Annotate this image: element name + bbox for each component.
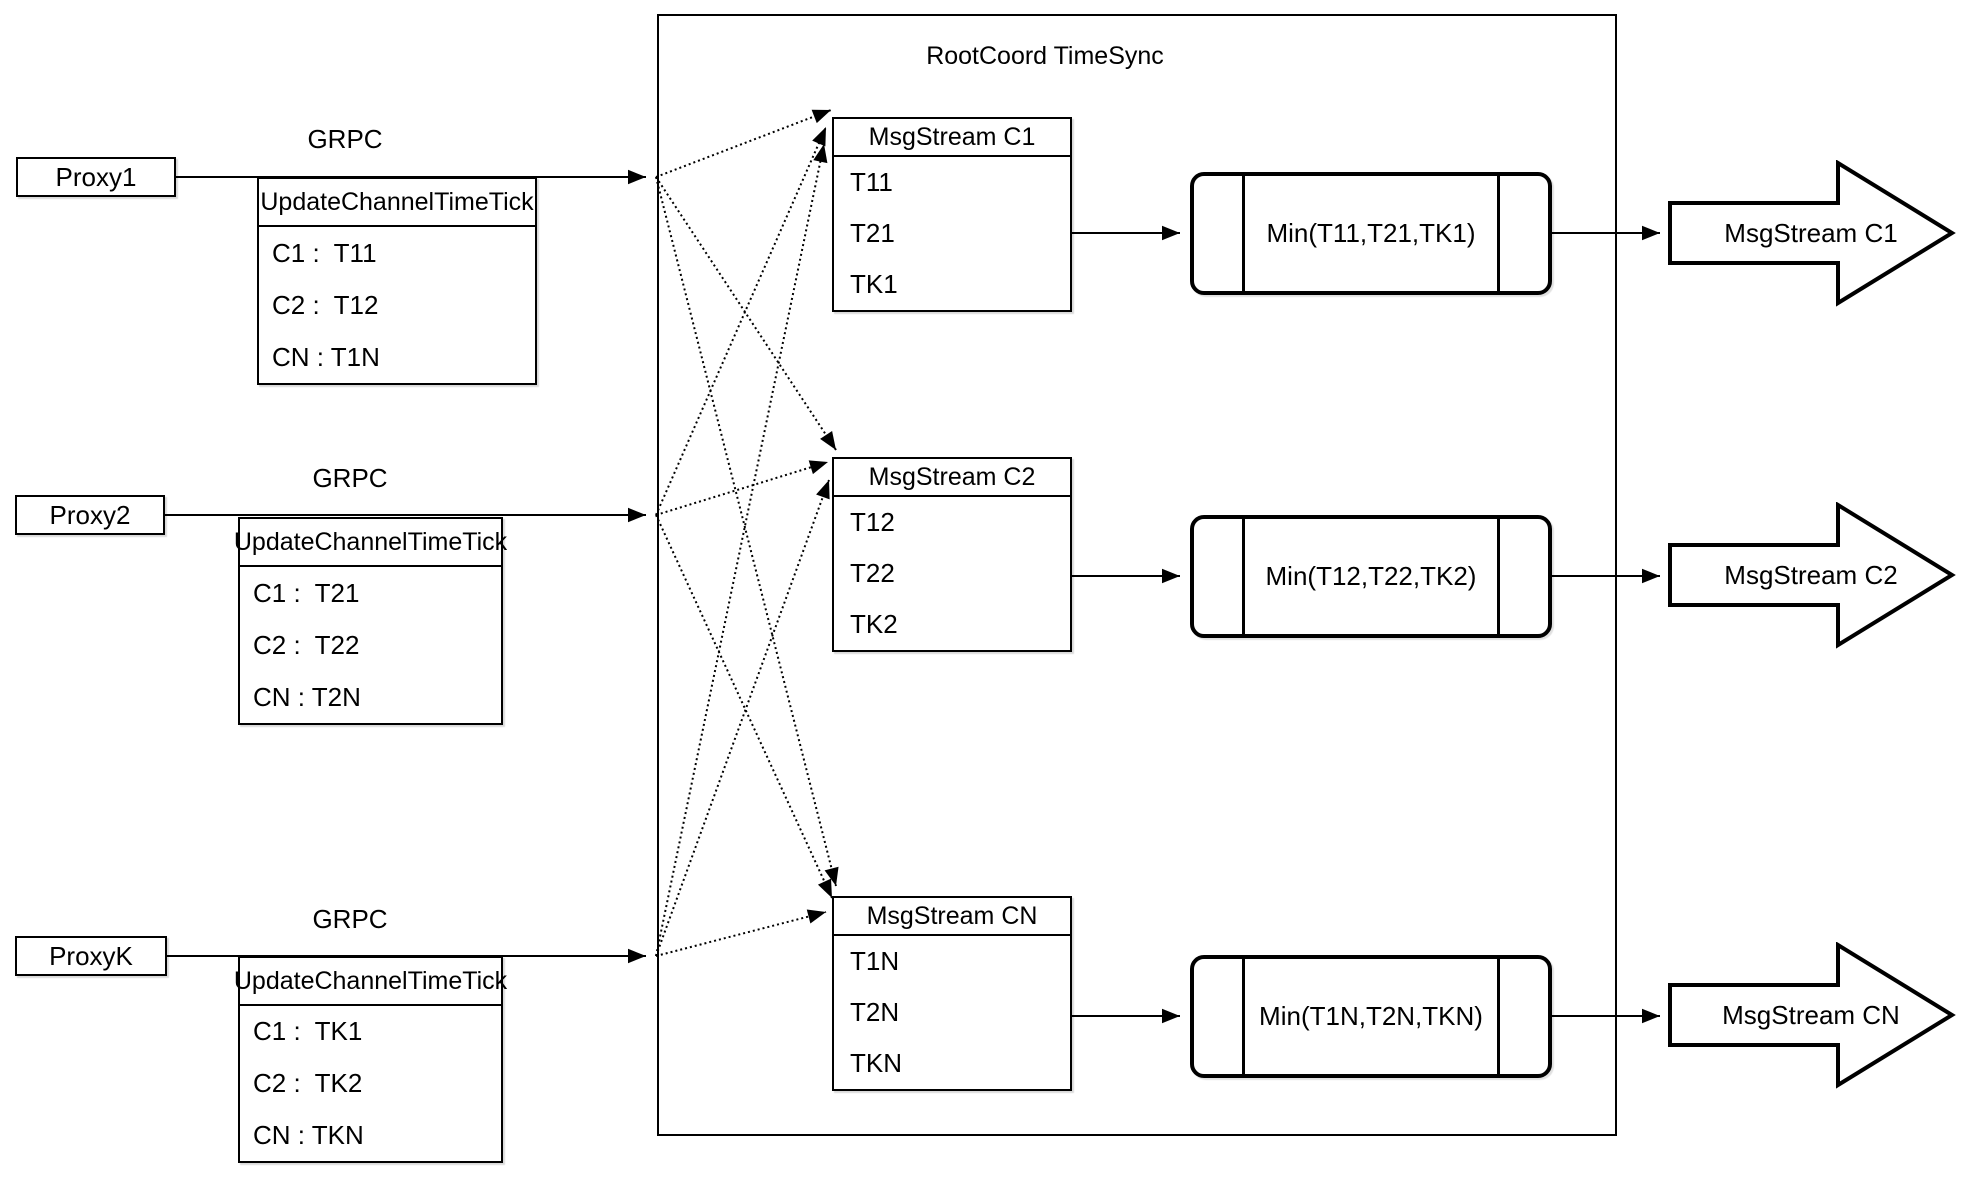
grpc-label-row3: GRPC	[312, 904, 388, 934]
tick-entry: C2 : T22	[253, 629, 360, 660]
msgstream-table-header: MsgStream C1	[834, 119, 1070, 157]
rootcoord-title: RootCoord TimeSync	[926, 42, 1164, 70]
fanout-proxyk-to-c2	[655, 479, 830, 957]
tick-table-header: UpdateChannelTimeTick	[259, 179, 535, 227]
tick-entry: C1 : T11	[272, 237, 377, 268]
min-c1-label: Min(T11,T21,TK1)	[1266, 218, 1476, 248]
msgstream-c1-buffer-table: MsgStream C1 T11 T21 TK1	[832, 117, 1072, 312]
tick-entry: CN : TKN	[253, 1119, 364, 1150]
tick-entry: C1 : T21	[253, 577, 360, 608]
msgstream-c2-buffer-table: MsgStream C2 T12 T22 TK2	[832, 457, 1072, 652]
tick-entry: CN : T2N	[253, 681, 361, 712]
msgstream-entry: T22	[850, 558, 895, 588]
proxy1-label: Proxy1	[55, 161, 137, 192]
proxy2-box: Proxy2	[15, 495, 165, 535]
min-cn-process-box: Min(T1N,T2N,TKN)	[1190, 955, 1552, 1078]
tick-entry: CN : T1N	[272, 341, 380, 372]
min-cn-label: Min(T1N,T2N,TKN)	[1259, 1001, 1483, 1031]
tick-entry: C1 : TK1	[253, 1016, 363, 1047]
msgstream-entry: TKN	[850, 1048, 902, 1078]
min-c1-process-box: Min(T11,T21,TK1)	[1190, 172, 1552, 295]
msgstream-entry: T11	[850, 167, 893, 197]
msgstream-entry: T12	[850, 507, 895, 537]
msgstream-entry: T21	[850, 218, 895, 248]
grpc-label-row2: GRPC	[312, 463, 388, 493]
proxy2-label: Proxy2	[49, 499, 131, 530]
min-box-right-divider	[1497, 175, 1500, 292]
proxyk-box: ProxyK	[15, 936, 167, 976]
fanout-proxy1-to-c1	[655, 109, 832, 178]
output-arrow-c2-label: MsgStream C2	[1724, 560, 1898, 590]
fat-arrow-shape	[1668, 160, 1956, 307]
fanout-proxy2-to-cn	[655, 514, 833, 899]
msgstream-entry: TK2	[850, 609, 898, 639]
msgstream-entry: TK1	[850, 269, 898, 299]
tick-table-header: UpdateChannelTimeTick	[234, 958, 507, 1006]
proxyk-label: ProxyK	[49, 940, 133, 971]
min-box-right-divider	[1497, 958, 1500, 1075]
update-channel-timetick-table-proxyk: UpdateChannelTimeTick C1 : TK1 C2 : TK2 …	[234, 956, 507, 1163]
msgstream-table-header: MsgStream C2	[834, 459, 1070, 497]
fanout-proxy1-to-c2	[655, 176, 837, 451]
fanout-proxy2-to-c2	[655, 460, 829, 516]
output-arrow-cn-label: MsgStream CN	[1722, 1000, 1900, 1030]
fanout-proxy2-to-c1	[655, 126, 827, 516]
grpc-label-row1: GRPC	[307, 124, 383, 154]
update-channel-timetick-table-proxy2: UpdateChannelTimeTick C1 : T21 C2 : T22 …	[234, 517, 507, 725]
msgstream-entry: T2N	[850, 997, 900, 1027]
tick-entry: C2 : TK2	[253, 1068, 363, 1098]
min-c2-label: Min(T12,T22,TK2)	[1265, 561, 1477, 591]
tick-table-header: UpdateChannelTimeTick	[234, 519, 507, 567]
min-box-left-divider	[1242, 518, 1245, 635]
fat-arrow-shape	[1668, 502, 1956, 649]
msgstream-cn-buffer-table: MsgStream CN T1N T2N TKN	[832, 896, 1072, 1091]
min-c2-process-box: Min(T12,T22,TK2)	[1190, 515, 1552, 638]
output-arrow-c1-label: MsgStream C1	[1724, 218, 1898, 248]
fanout-proxyk-to-cn	[655, 909, 827, 957]
min-box-right-divider	[1497, 518, 1500, 635]
output-arrow-c2: MsgStream C2	[1666, 502, 1956, 649]
proxy1-box: Proxy1	[16, 157, 176, 197]
msgstream-table-header: MsgStream CN	[834, 898, 1070, 936]
output-arrow-cn: MsgStream CN	[1666, 942, 1956, 1089]
output-arrow-c1: MsgStream C1	[1666, 160, 1956, 307]
tick-entry: C2 : T12	[272, 289, 379, 320]
fat-arrow-shape	[1668, 942, 1956, 1089]
min-box-left-divider	[1242, 175, 1245, 292]
update-channel-timetick-table-proxy1: UpdateChannelTimeTick C1 : T11 C2 : T12 …	[257, 177, 537, 385]
min-box-left-divider	[1242, 958, 1245, 1075]
fanout-proxy1-to-cn	[655, 176, 839, 887]
msgstream-entry: T1N	[850, 946, 900, 976]
fanout-proxyk-to-c1	[655, 143, 828, 957]
